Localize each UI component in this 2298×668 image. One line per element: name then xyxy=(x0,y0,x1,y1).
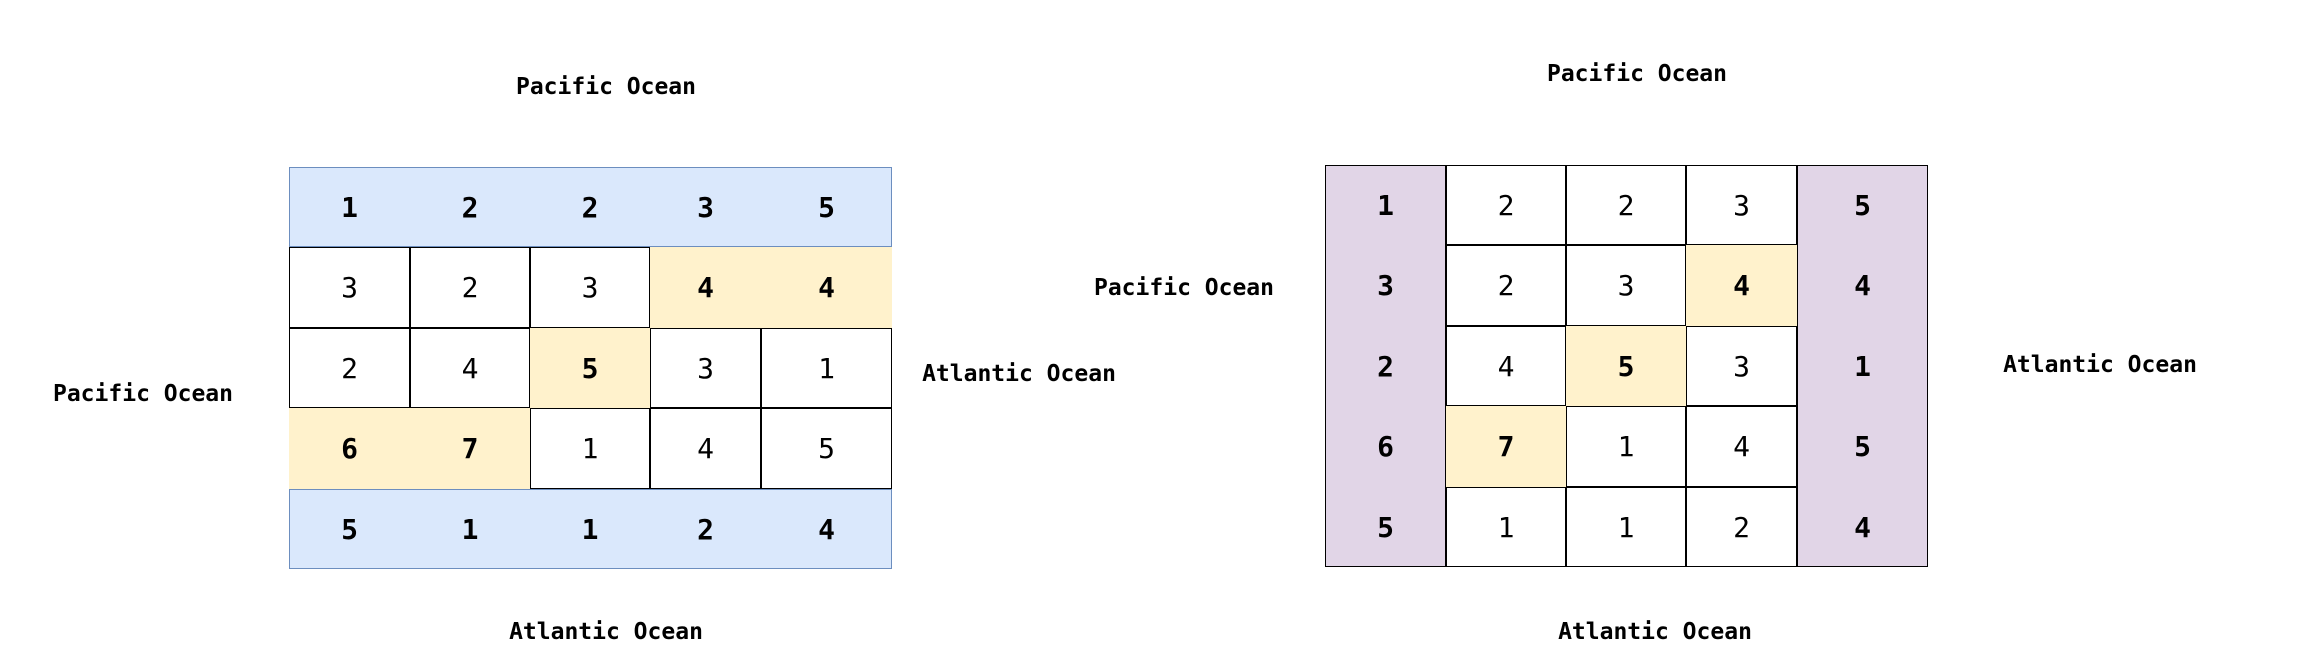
right-top-label: Pacific Ocean xyxy=(1546,61,1728,87)
right-cell-r4-c1: 6 xyxy=(1377,430,1394,463)
right-cell-r1-c1: 1 xyxy=(1377,188,1394,222)
left-cell-r3-c2: 4 xyxy=(410,328,530,408)
left-cell-r1-c2: 2 xyxy=(461,190,479,224)
left-cell-r2-c5: 4 xyxy=(761,247,892,328)
left-cell-r3-c4: 3 xyxy=(650,328,761,408)
right-cell-r4-c4: 4 xyxy=(1686,406,1797,487)
left-cell-r2-c1: 3 xyxy=(289,247,410,328)
left-cell-r2-c2: 2 xyxy=(410,247,530,328)
right-cell-r3-c2: 4 xyxy=(1446,326,1566,406)
left-cell-r1-c5: 5 xyxy=(818,190,835,224)
left-cell-r5-c5: 4 xyxy=(818,512,835,546)
right-cell-r3-c3: 5 xyxy=(1566,326,1686,406)
right-cell-r3-c4: 3 xyxy=(1686,326,1797,406)
right-right-label: Atlantic Ocean xyxy=(2003,352,2197,378)
left-right-label: Atlantic Ocean xyxy=(922,361,1116,387)
left-cell-r3-c3: 5 xyxy=(530,328,650,408)
right-cell-r1-c4: 3 xyxy=(1686,165,1797,245)
right-cell-r5-c3: 1 xyxy=(1566,487,1686,567)
left-cell-r4-c1: 6 xyxy=(289,408,410,489)
left-cell-r1-c3: 2 xyxy=(581,190,599,224)
left-cell-r1-c1: 1 xyxy=(341,190,358,224)
right-cell-r4-c5: 5 xyxy=(1854,430,1871,463)
left-cell-r5-c1: 5 xyxy=(341,512,358,546)
right-cell-r5-c2: 1 xyxy=(1446,487,1566,567)
right-cell-r3-c1: 2 xyxy=(1377,349,1394,383)
right-right-column-band xyxy=(1797,165,1928,567)
right-cell-r2-c4: 4 xyxy=(1686,245,1797,326)
left-cell-r1-c4: 3 xyxy=(697,190,714,224)
left-top-row-band xyxy=(289,167,892,247)
left-cell-r3-c1: 2 xyxy=(289,328,410,408)
right-bottom-label: Atlantic Ocean xyxy=(1558,619,1752,645)
right-cell-r5-c5: 4 xyxy=(1854,510,1871,544)
right-left-label: Pacific Ocean xyxy=(1093,275,1275,301)
right-cell-r2-c3: 3 xyxy=(1566,245,1686,326)
left-cell-r4-c5: 5 xyxy=(761,408,892,489)
left-cell-r2-c3: 3 xyxy=(530,247,650,328)
left-cell-r4-c4: 4 xyxy=(650,408,761,489)
right-cell-r2-c1: 3 xyxy=(1377,269,1394,302)
right-cell-r5-c1: 5 xyxy=(1377,510,1394,544)
right-cell-r4-c3: 1 xyxy=(1566,406,1686,487)
right-cell-r2-c5: 4 xyxy=(1854,269,1871,302)
left-cell-r3-c5: 1 xyxy=(761,328,892,408)
left-cell-r5-c2: 1 xyxy=(461,512,479,546)
right-cell-r2-c2: 2 xyxy=(1446,245,1566,326)
left-top-label: Pacific Ocean xyxy=(515,74,697,100)
right-cell-r4-c2: 7 xyxy=(1446,406,1566,487)
left-cell-r4-c2: 7 xyxy=(410,408,530,489)
right-cell-r3-c5: 1 xyxy=(1854,349,1871,383)
left-bottom-label: Atlantic Ocean xyxy=(509,619,703,645)
left-bottom-row-band xyxy=(289,489,892,569)
right-cell-r1-c3: 2 xyxy=(1566,165,1686,245)
left-cell-r5-c4: 2 xyxy=(697,512,714,546)
left-cell-r5-c3: 1 xyxy=(581,512,599,546)
right-cell-r1-c2: 2 xyxy=(1446,165,1566,245)
right-left-column-band xyxy=(1325,165,1446,567)
right-cell-r5-c4: 2 xyxy=(1686,487,1797,567)
left-cell-r2-c4: 4 xyxy=(650,247,761,328)
left-cell-r4-c3: 1 xyxy=(530,408,650,489)
left-left-label: Pacific Ocean xyxy=(52,381,234,407)
right-cell-r1-c5: 5 xyxy=(1854,188,1871,222)
